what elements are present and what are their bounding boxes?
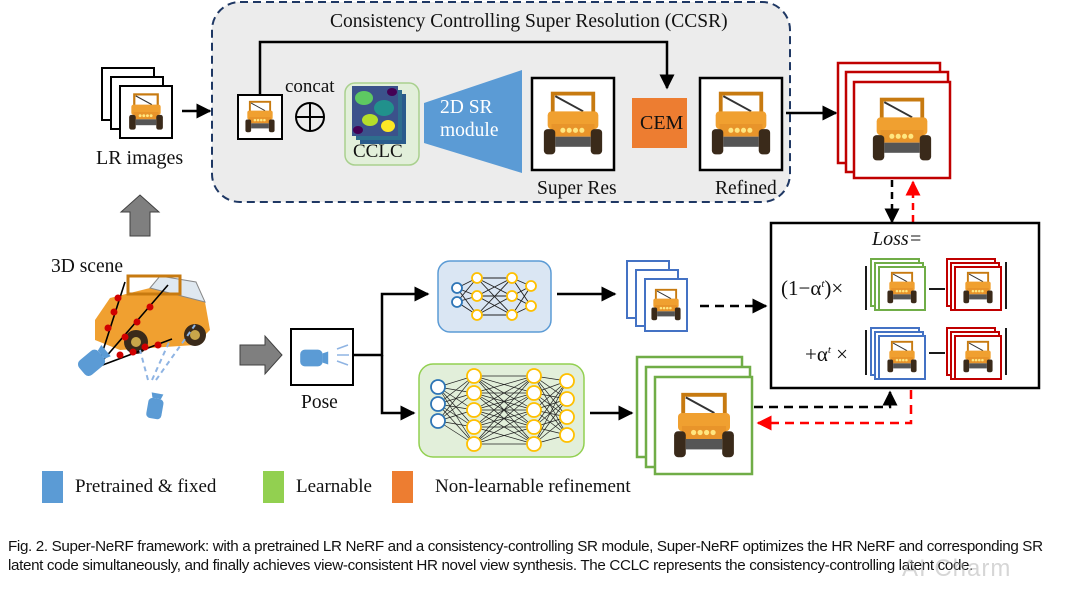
hidden-node (526, 402, 542, 418)
lr-nerf-network (437, 260, 552, 333)
input-node (430, 396, 446, 412)
sr-module-shape (424, 70, 522, 173)
hr-nerf-network (418, 363, 585, 458)
hidden-node (526, 368, 542, 384)
legend-learnable: Learnable (263, 471, 372, 503)
hidden-node (471, 290, 483, 302)
legend-label: Learnable (296, 476, 372, 497)
block-arrow-right (239, 334, 283, 376)
network-edge (476, 277, 513, 316)
input-node (430, 379, 446, 395)
hidden-node (471, 272, 483, 284)
loss-term2-tail: × (830, 342, 849, 366)
loss-term1-tail: )× (824, 276, 844, 300)
hidden-node (466, 368, 482, 384)
legend-label: Non-learnable refinement (435, 476, 631, 497)
network-edge (533, 380, 568, 445)
hidden-node (466, 419, 482, 435)
legend-swatch-blue (42, 471, 63, 503)
hr-images-stack (836, 61, 952, 180)
network-edge (533, 392, 568, 436)
legend-swatch-orange (392, 471, 413, 503)
lr-images-stack (101, 67, 173, 139)
sr-module-label-line2: module (440, 120, 499, 141)
sr-module-label-line1: 2D SR (440, 97, 493, 118)
loss-term1-coefficient: (1−αt)× (781, 276, 843, 301)
network-edge (533, 375, 568, 418)
network-edge (473, 426, 535, 445)
hidden-node (466, 402, 482, 418)
hidden-node (559, 391, 575, 407)
cclc-label: CCLC (353, 141, 403, 162)
hidden-node (526, 436, 542, 452)
hidden-node (471, 309, 483, 321)
network-edge (473, 375, 535, 411)
legend-swatch-green (263, 471, 284, 503)
network-edge (437, 375, 475, 422)
watermark: AI Charm (902, 555, 1012, 582)
loss-term2-superscript: t (827, 344, 831, 356)
legend-non-learnable: Non-learnable refinement (392, 471, 631, 503)
network-edge (473, 375, 535, 428)
hidden-node (506, 290, 518, 302)
network-edge (473, 392, 535, 445)
refined-label: Refined (715, 178, 777, 199)
lr-images-label: LR images (96, 147, 184, 169)
hidden-node (526, 419, 542, 435)
input-node (451, 282, 463, 294)
network-edge (473, 375, 535, 394)
input-node (430, 413, 446, 429)
network-edge (533, 380, 568, 428)
loss-term1-coef-text: (1−α (781, 276, 822, 300)
super-res-label: Super Res (537, 178, 617, 199)
hidden-node (466, 385, 482, 401)
pose-label: Pose (301, 392, 338, 413)
loss-term2-coefficient: +αt × (805, 342, 848, 367)
hidden-node (559, 409, 575, 425)
network-edge (533, 398, 568, 445)
network-edge (533, 375, 568, 436)
hidden-node (525, 280, 537, 292)
scene-3d-illustration (75, 274, 210, 420)
network-edge (473, 409, 535, 445)
hr-render-stack (635, 355, 754, 476)
hidden-node (559, 427, 575, 443)
network-edge (476, 295, 513, 316)
network-edge (473, 375, 535, 445)
hidden-node (526, 385, 542, 401)
hidden-node (506, 272, 518, 284)
figure-caption: Fig. 2. Super-NeRF framework: with a pre… (8, 538, 1043, 574)
cem-label: CEM (640, 112, 684, 134)
framework-diagram (75, 1, 1041, 476)
ccsr-title: Consistency Controlling Super Resolution… (330, 11, 728, 32)
legend-label: Pretrained & fixed (75, 476, 217, 497)
network-edge (476, 277, 513, 297)
lr-render-stack (626, 260, 688, 332)
input-node (451, 296, 463, 308)
cclc-heatmap (352, 86, 398, 136)
block-arrow-up (119, 194, 161, 237)
loss-title: Loss= (872, 228, 923, 250)
hidden-node (466, 436, 482, 452)
concat-label: concat (285, 76, 335, 97)
hidden-node (506, 309, 518, 321)
hidden-node (525, 300, 537, 312)
scene-3d-label: 3D scene (51, 256, 124, 277)
circle-plus-icon (295, 102, 325, 132)
hidden-node (559, 373, 575, 389)
cem-box (632, 98, 687, 148)
loss-term1-superscript: t (821, 278, 825, 290)
legend-pretrained: Pretrained & fixed (42, 471, 216, 503)
loss-term2-coef-text: +α (805, 342, 828, 366)
